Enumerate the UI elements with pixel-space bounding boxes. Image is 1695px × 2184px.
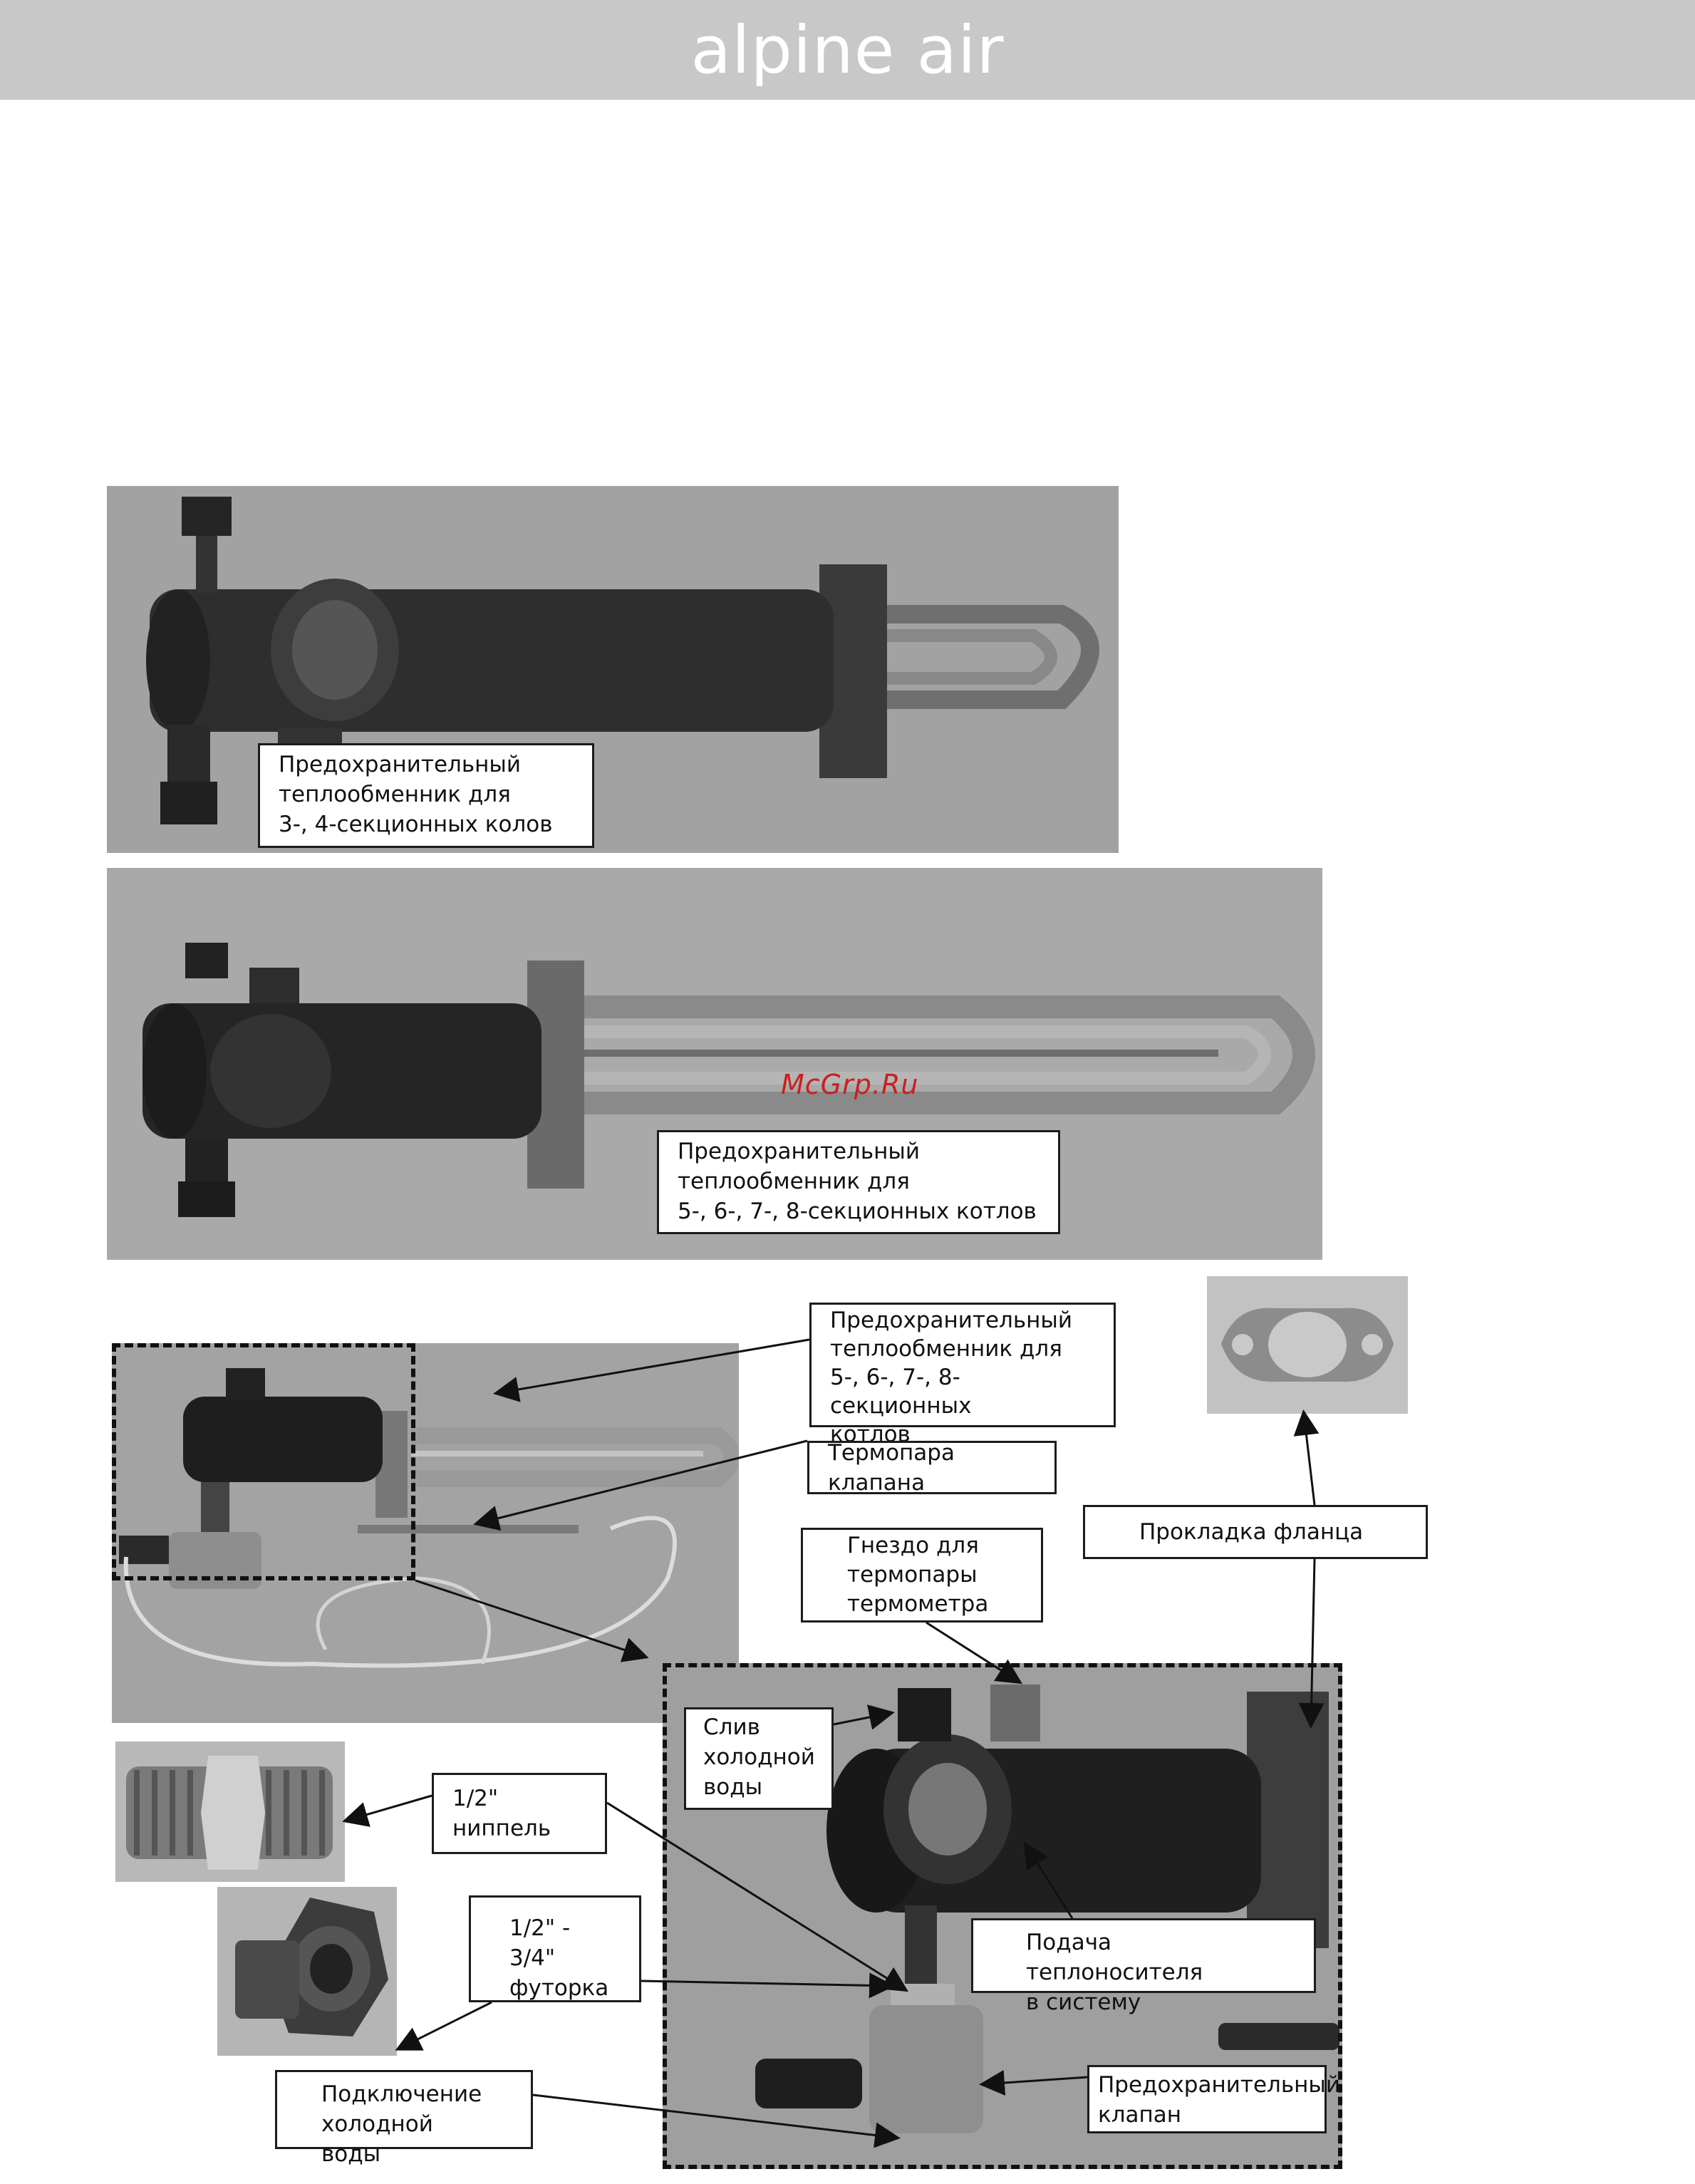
photo-bushing bbox=[217, 1887, 397, 2056]
label-bushing: 1/2" - 3/4" футорка bbox=[469, 1895, 641, 2002]
label-heat-supply: Подача теплоносителя в систему bbox=[971, 1918, 1316, 2015]
label-safety-valve: Предохранительный клапан bbox=[1087, 2065, 1340, 2133]
detail-frame-small bbox=[112, 1343, 415, 1580]
brand-logo: alpine air bbox=[690, 11, 1005, 88]
label-exchanger-small: Предохранительный теплообменник для 3-, … bbox=[258, 743, 594, 848]
label-exchanger-large: Предохранительный теплообменник для 5-, … bbox=[657, 1130, 1060, 1234]
photo-nipple bbox=[115, 1741, 345, 1882]
label-thermocouple-valve: Термопара клапана bbox=[807, 1440, 1057, 1496]
label-thermometer-socket: Гнездо для термопары термометра bbox=[801, 1528, 1043, 1623]
label-cold-water-connection: Подключение холодной воды bbox=[275, 2070, 533, 2167]
page-header: alpine air bbox=[0, 0, 1695, 100]
photo-exchanger-large bbox=[107, 868, 1322, 1260]
label-flange-gasket: Прокладка фланца bbox=[1083, 1505, 1428, 1559]
label-nipple: 1/2" ниппель bbox=[432, 1773, 607, 1854]
label-cold-drain: Слив холодной воды bbox=[684, 1707, 834, 1810]
label-exchanger-assembly: Предохранительный теплообменник для 5-, … bbox=[809, 1303, 1116, 1447]
watermark: McGrp.Ru bbox=[781, 1069, 919, 1100]
photo-gasket bbox=[1207, 1276, 1408, 1414]
